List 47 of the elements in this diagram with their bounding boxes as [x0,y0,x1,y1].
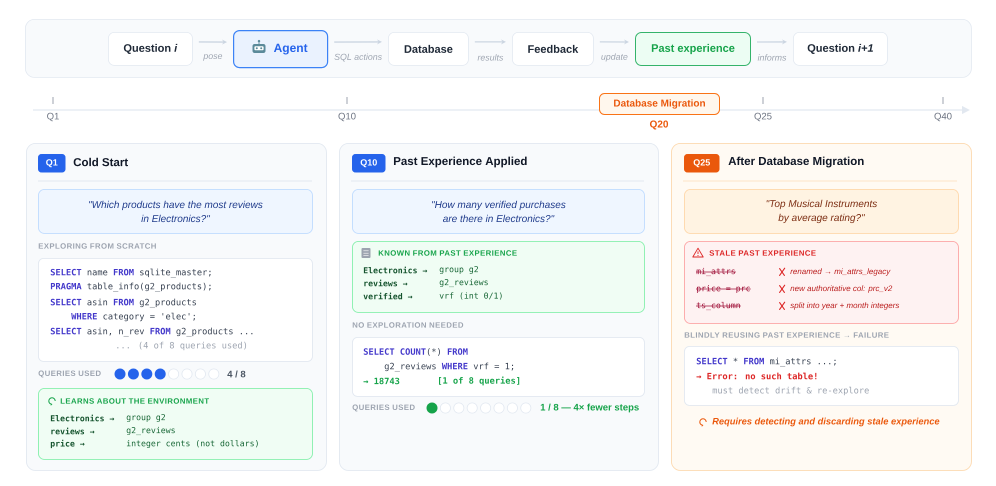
edge-label: informs [758,54,786,61]
panel-heading: Past Experience Applied [394,156,527,168]
milestone-label: Q20 [650,120,668,130]
mapping-key: Electronics → [50,414,114,422]
mapping-value: g2_reviews [440,278,488,288]
process-box: Feedback [512,32,594,66]
edge-label: update [601,53,628,62]
tick-label: Q25 [754,112,772,122]
code-block: SELECT COUNT(*) FROM g2_reviews WHERE vrf = 1; → 18743 [1 of 8 queries] [352,337,645,397]
tick-label: Q40 [934,112,952,122]
mapping-key: verified → [364,292,412,300]
edge-label: results [478,54,504,61]
step-badge: Q10 [352,154,386,172]
edge-label: pose [203,54,222,61]
process-box: Database [388,32,469,66]
mapping-value: vrf (int 0/1) [440,292,502,300]
question-box: "Which products have the most reviews in Electronics?" [38,189,313,234]
process-box: Question i [108,32,193,66]
mapping-key: reviews → [364,280,408,286]
process-box: Agent [233,30,328,68]
step-badge: Q25 [684,154,720,172]
warning-note: Requires detecting and discarding stale experience [712,418,940,426]
process-box: Question i+1 [793,32,888,66]
mapping-value: integer cents (not dollars) [126,440,258,448]
milestone-box: Database Migration [599,93,720,115]
panel-heading: After Database Migration [728,156,864,168]
count-text: 1 / 8 — 4× fewer steps [540,404,639,412]
note-text: new authoritative col: prc_v2 [790,285,892,293]
mapping-value: group g2 [440,266,478,274]
tick-label: Q10 [338,112,356,122]
step-badge: Q1 [38,154,66,172]
question-box: "Top Musical Instruments by average rating?" [684,189,959,234]
count-text: 4 / 8 [227,370,246,378]
edge-label: SQL actions [334,53,382,62]
mapping-value: group g2 [126,414,165,422]
code-block: SELECT* FROM mi_attrs ...; → Error: no such table! must detect drift & re-explore [684,346,959,406]
code-block: SELECT name FROM sqlite_master; PRAGMA table_info(g2_products); SELECT asin FROM g2_products WHERE category = 'elec'; SELECT asin, n_rev FROM g2_products ... ... (4 of 8 queries used) [38,258,313,362]
process-box: Past experience [635,32,751,66]
mapping-key: reviews → [51,428,94,434]
mapping-value: g2_reviews [126,426,175,436]
question-box: "How many verified purchases are there in Electronics?" [352,189,645,234]
panel-heading: Cold Start [74,158,128,166]
note-text: split into year + month integers [790,302,900,310]
mapping-key: Electronics → [364,266,428,274]
note-text: renamed → mi_attrs_legacy [790,268,891,276]
tick-label: Q1 [47,112,59,122]
mapping-key: price → [50,440,84,448]
